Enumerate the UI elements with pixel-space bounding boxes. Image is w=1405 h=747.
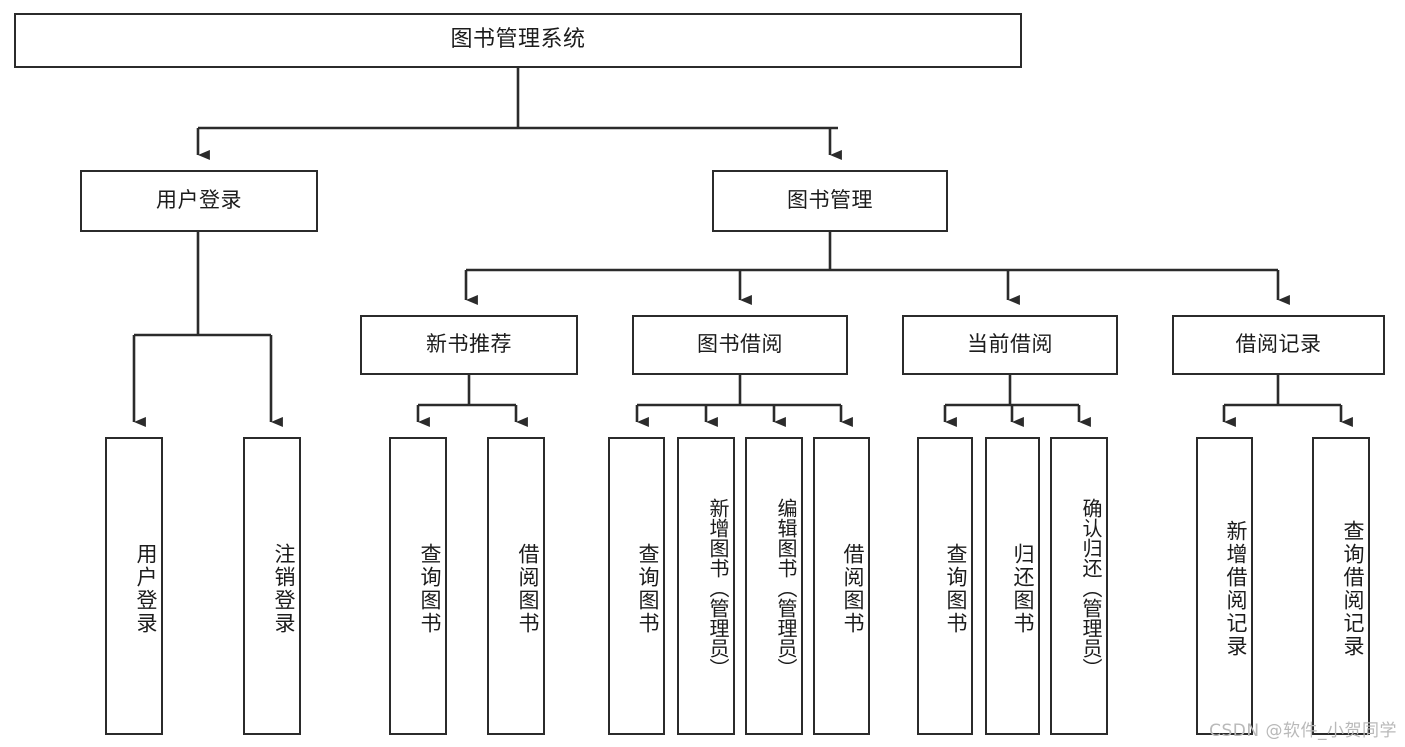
csdn-watermark: CSDN @软件_小贺同学 — [1209, 721, 1397, 741]
node-book-management[interactable]: 图书管理 — [712, 170, 948, 232]
node-root-system[interactable]: 图书管理系统 — [14, 13, 1022, 68]
leaf-query-book-recommend[interactable]: 查询图书 — [389, 437, 447, 735]
leaf-add-book-admin[interactable]: 新增图书（管理员） — [677, 437, 735, 735]
leaf-query-book-current[interactable]: 查询图书 — [917, 437, 973, 735]
leaf-query-borrow-record[interactable]: 查询借阅记录 — [1312, 437, 1370, 735]
leaf-borrow-book-recommend[interactable]: 借阅图书 — [487, 437, 545, 735]
leaf-user-login[interactable]: 用户登录 — [105, 437, 163, 735]
leaf-user-logout[interactable]: 注销登录 — [243, 437, 301, 735]
node-user-login[interactable]: 用户登录 — [80, 170, 318, 232]
leaf-return-book[interactable]: 归还图书 — [985, 437, 1040, 735]
leaf-confirm-return-admin[interactable]: 确认归还（管理员） — [1050, 437, 1108, 735]
node-book-borrow[interactable]: 图书借阅 — [632, 315, 848, 375]
node-new-book-recommend[interactable]: 新书推荐 — [360, 315, 578, 375]
node-current-borrow[interactable]: 当前借阅 — [902, 315, 1118, 375]
node-borrow-record[interactable]: 借阅记录 — [1172, 315, 1385, 375]
leaf-edit-book-admin[interactable]: 编辑图书（管理员） — [745, 437, 803, 735]
leaf-query-book-borrow[interactable]: 查询图书 — [608, 437, 665, 735]
leaf-add-borrow-record[interactable]: 新增借阅记录 — [1196, 437, 1253, 735]
leaf-borrow-book[interactable]: 借阅图书 — [813, 437, 870, 735]
